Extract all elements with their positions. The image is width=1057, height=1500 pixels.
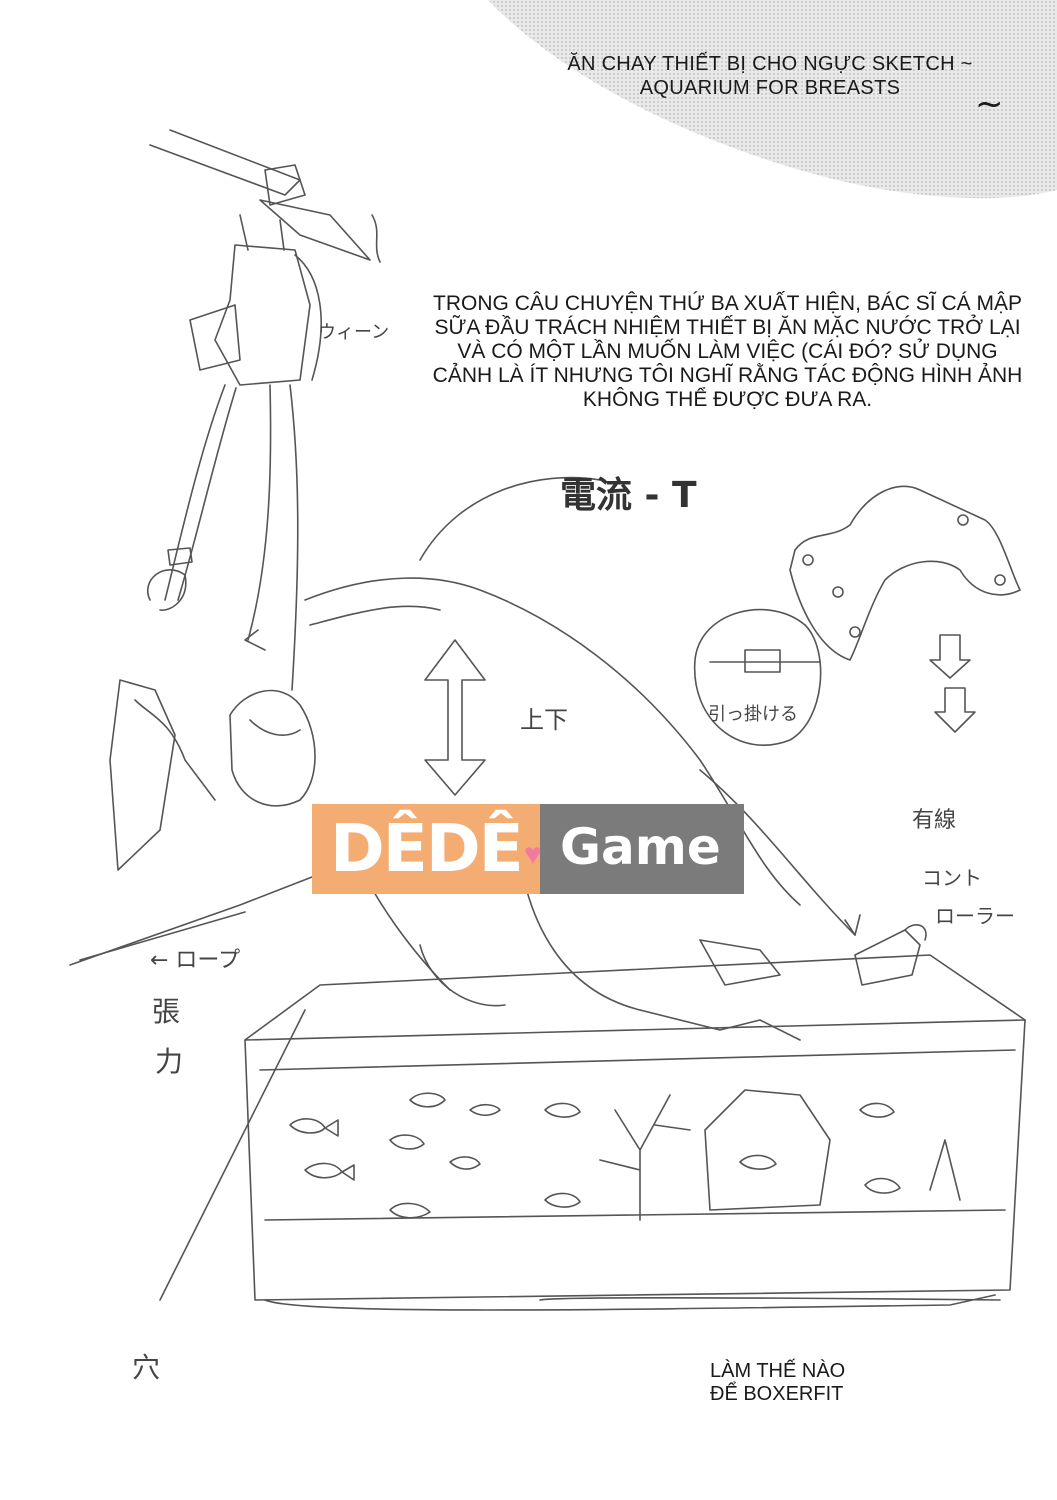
- note-updown: 上下: [520, 706, 568, 734]
- description-line: CẢNH LÀ ÍT NHƯNG TÔI NGHĨ RẰNG TÁC ĐỘNG …: [432, 364, 1023, 387]
- hole-line: [159, 1009, 306, 1301]
- note-controller-2: ローラー: [935, 904, 1015, 928]
- title-line-1: ĂN CHAY THIẾT BỊ CHO NGỰC SKETCH ~: [567, 53, 973, 75]
- description-line: VÀ CÓ MỘT LẦN MUỐN LÀM VIỆC (CÁI ĐÓ? SỬ …: [457, 340, 998, 363]
- screentone-circle: [488, 0, 1057, 199]
- note-rope: ← ロープ: [150, 948, 241, 973]
- controller-box: [854, 929, 921, 986]
- note-win: ウィーン: [318, 322, 390, 343]
- note-hikkakeru: 引っ掛ける: [708, 704, 798, 725]
- description-paragraph: TRONG CÂU CHUYỆN THỨ BA XUẤT HIỆN, BÁC S…: [395, 292, 1057, 412]
- logo-text-game: Game: [560, 818, 721, 876]
- description-line: KHÔNG THỂ ĐƯỢC ĐƯA RA.: [582, 388, 873, 411]
- coral: [599, 1094, 691, 1221]
- updown-arrow: [424, 639, 486, 796]
- bottom-note: LÀM THẾ NÀO ĐỂ BOXERFIT: [710, 1360, 845, 1406]
- crane-arm: [149, 129, 301, 196]
- heart-icon: ♥: [524, 838, 542, 871]
- figure-head: [229, 689, 316, 807]
- title-line-2: AQUARIUM FOR BREASTS: [639, 77, 901, 99]
- bottom-note-line-1: LÀM THẾ NÀO: [710, 1360, 846, 1382]
- description-line: TRONG CÂU CHUYỆN THỨ BA XUẤT HIỆN, BÁC S…: [433, 292, 1022, 315]
- current-header: 電流 - T: [560, 475, 697, 516]
- clamp-device: [789, 485, 1021, 661]
- description-line: SỮA ĐẦU TRÁCH NHIỆM THIẾT BỊ ĂN MẶC NƯỚC…: [434, 316, 1021, 339]
- bottom-note-line-2: ĐỂ BOXERFIT: [710, 1383, 844, 1405]
- logo-text-dede: DÊDÊ: [330, 810, 524, 887]
- logo-orange-block: [312, 804, 540, 894]
- hanging-box: [214, 244, 311, 386]
- aquarium-tank: [244, 1019, 1026, 1301]
- logo-gray-block: [540, 804, 744, 894]
- note-controller-1: コント: [922, 866, 982, 890]
- note-tension-1: 張: [152, 995, 181, 1028]
- note-tension-2: 力: [155, 1045, 184, 1078]
- note-hole: 穴: [132, 1351, 161, 1384]
- rope: [69, 869, 331, 966]
- hook-detail: [693, 608, 822, 746]
- rock: [704, 1089, 831, 1211]
- title-tilde: ~: [975, 84, 1004, 124]
- page-title: ĂN CHAY THIẾT BỊ CHO NGỰC SKETCH ~ AQUAR…: [520, 52, 1020, 100]
- note-wired: 有線: [912, 808, 957, 833]
- watermark-logo: DÊDÊ ♥ Game: [312, 804, 744, 894]
